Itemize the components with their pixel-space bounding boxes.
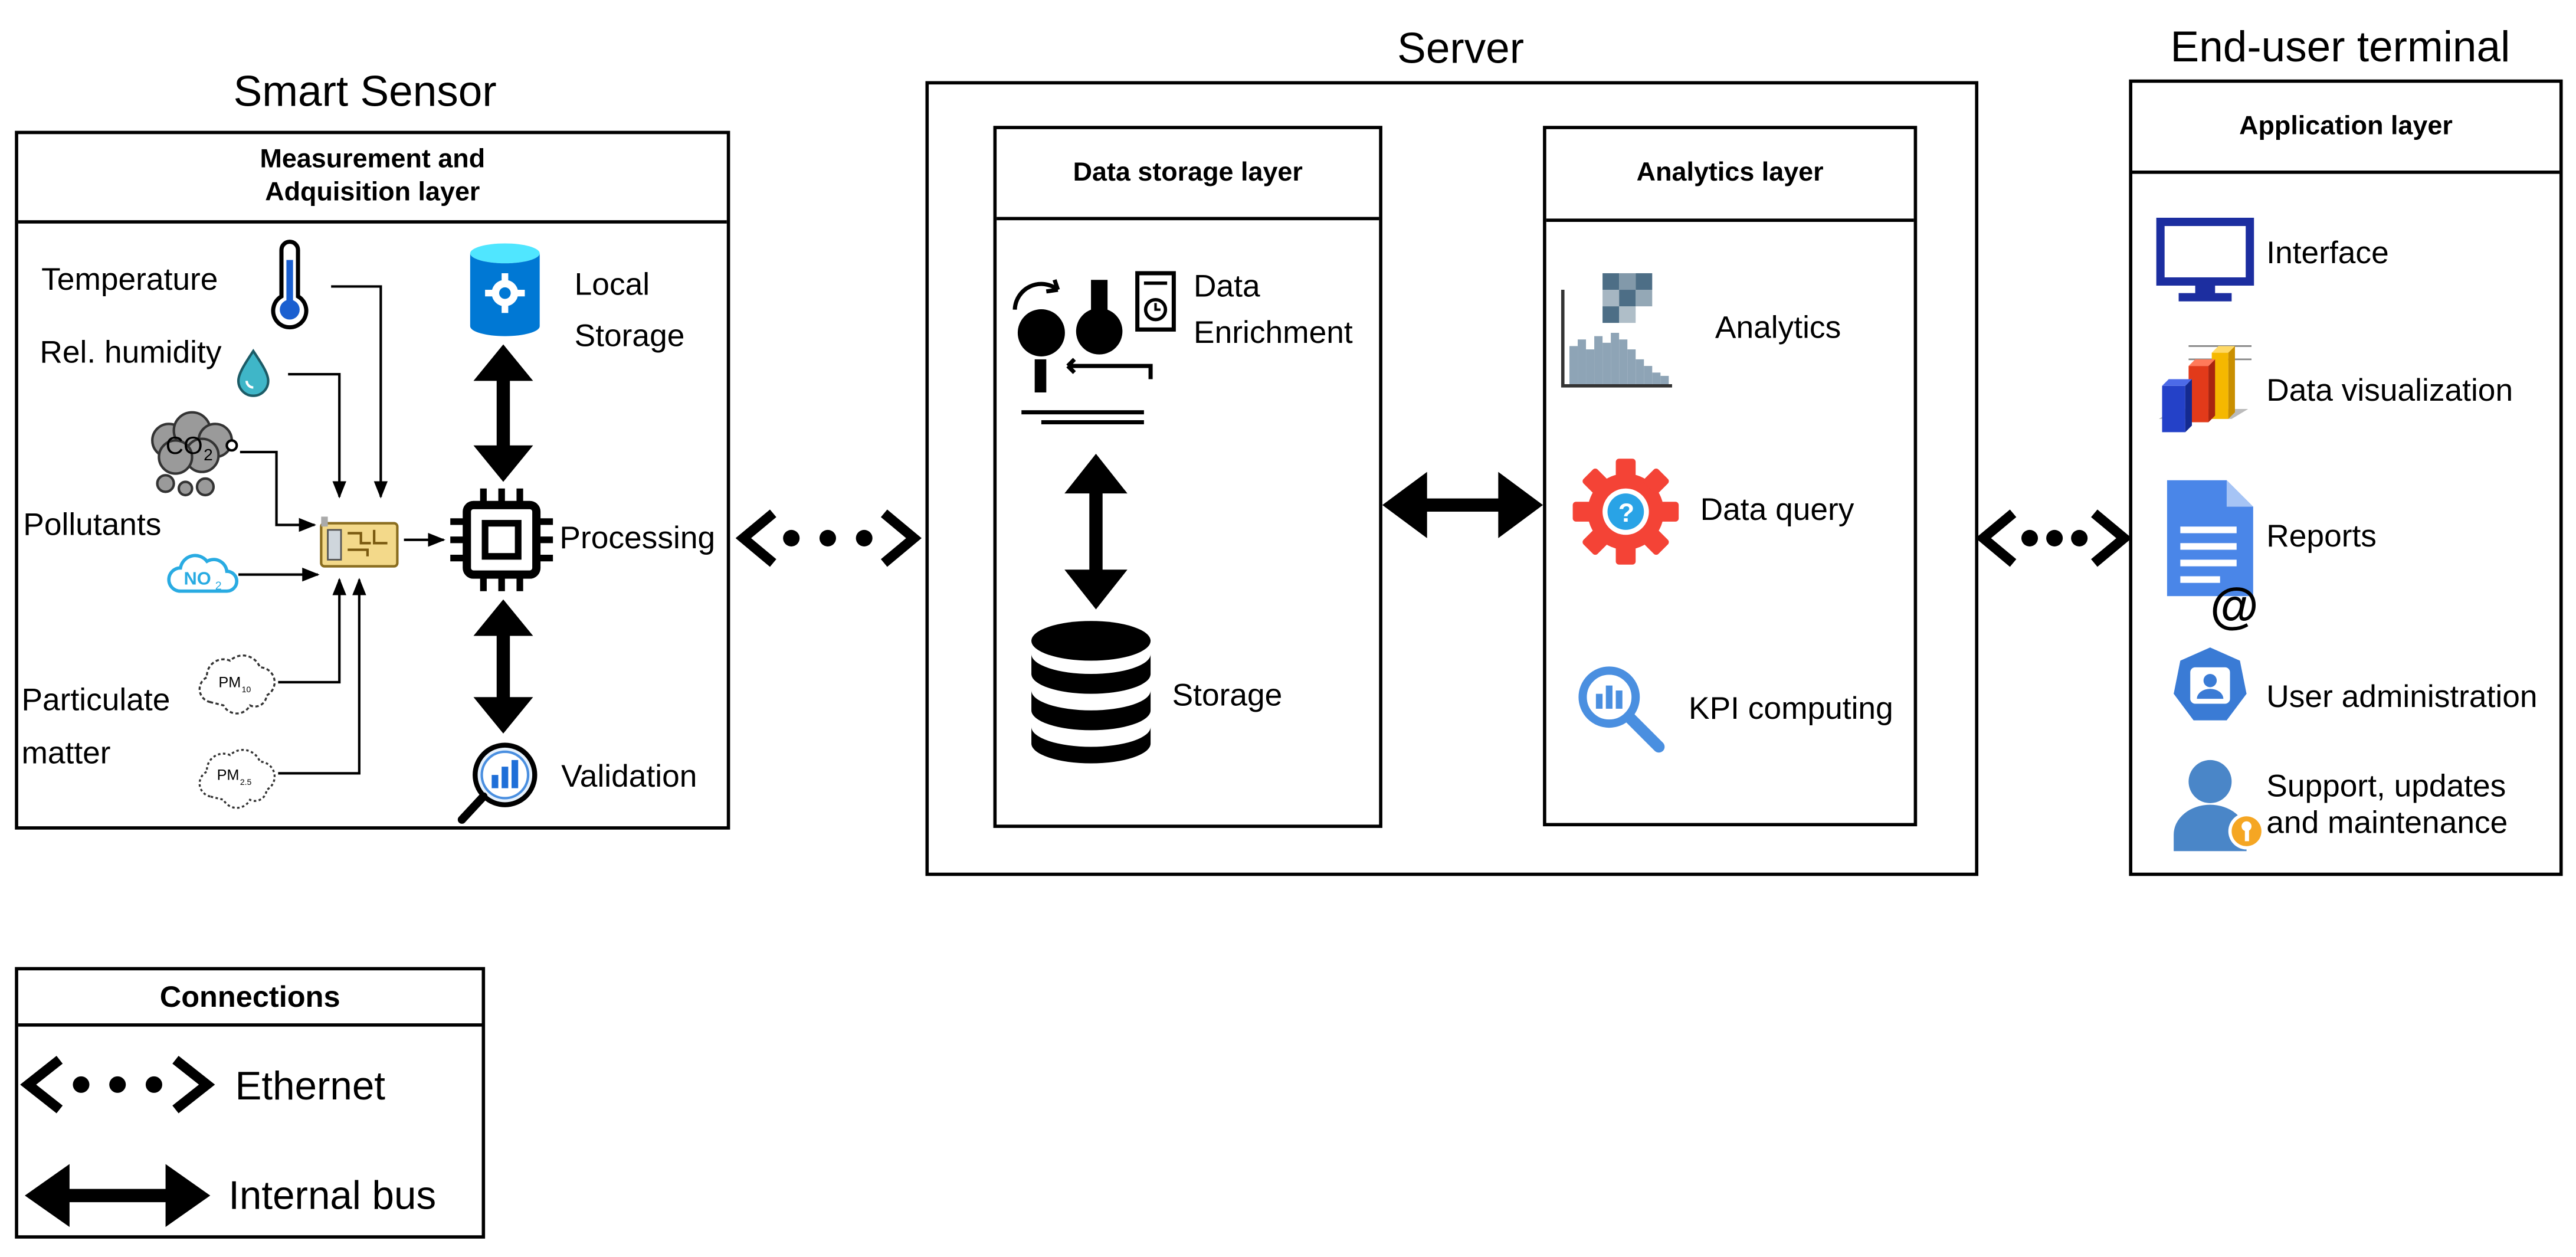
data-storage-layer-header: Data storage layer — [997, 129, 1379, 221]
pm10-text: PM — [218, 674, 241, 690]
user-administration-label: User administration — [2266, 680, 2538, 716]
kpi-magnifier-icon — [1578, 666, 1665, 753]
pm25-subscript: 2.5 — [240, 777, 252, 787]
user-administration-icon — [2174, 647, 2247, 721]
measurement-layer-box: Measurement and Adquisition layer — [15, 130, 730, 830]
no2-cloud-icon: NO 2 — [167, 554, 239, 593]
water-drop-icon — [237, 349, 270, 397]
local-storage-icon — [470, 243, 540, 336]
data-visualization-label: Data visualization — [2266, 374, 2513, 410]
ethernet-legend-label: Ethernet — [235, 1065, 386, 1109]
svg-text:?: ? — [1618, 497, 1634, 528]
temperature-label: Temperature — [41, 263, 218, 299]
no2-text: NO — [183, 568, 211, 588]
interface-label: Interface — [2266, 237, 2389, 272]
measurement-layer-header: Measurement and Adquisition layer — [18, 134, 727, 224]
analytics-layer-header: Analytics layer — [1546, 129, 1914, 222]
end-user-title: End-user terminal — [2170, 21, 2511, 71]
server-title: Server — [1397, 23, 1525, 73]
pm25-text: PM — [217, 767, 240, 784]
processing-label: Processing — [559, 521, 716, 557]
co2-subscript: 2 — [204, 446, 213, 464]
reports-label: Reports — [2266, 520, 2377, 555]
monitor-icon — [2156, 217, 2254, 302]
co2-cloud-icon: CO 2 — [151, 411, 238, 497]
pollutants-label: Pollutants — [23, 508, 162, 544]
no2-subscript: 2 — [215, 580, 222, 593]
email-at-icon: @ — [2210, 580, 2259, 634]
application-layer-header: Application layer — [2132, 83, 2559, 174]
data-visualization-icon — [2158, 345, 2252, 433]
database-icon — [1031, 621, 1151, 764]
processor-chip-icon — [450, 488, 553, 591]
analytics-chart-icon — [1561, 273, 1672, 388]
support-user-icon — [2174, 760, 2265, 852]
ethernet-server-terminal — [1975, 509, 2132, 567]
local-storage-label: Local Storage — [574, 268, 685, 355]
data-enrichment-icon — [1012, 271, 1176, 425]
pm10-dust-icon: PM 10 — [198, 654, 276, 715]
data-enrichment-label: Data Enrichment — [1194, 270, 1353, 351]
data-query-gear-icon: ? — [1572, 459, 1679, 565]
particulate-label: Particulate matter — [21, 683, 171, 772]
kpi-computing-label: KPI computing — [1689, 692, 1893, 727]
thermometer-icon — [271, 240, 309, 330]
internal-bus-legend-label: Internal bus — [228, 1174, 437, 1219]
validation-magnifier-icon — [457, 742, 538, 824]
pm25-dust-icon: PM 2.5 — [198, 749, 276, 809]
validation-label: Validation — [561, 760, 697, 795]
pm10-subscript: 10 — [242, 685, 251, 694]
co2-text: CO — [166, 431, 203, 459]
application-layer-box: Application layer — [2129, 79, 2563, 876]
connections-legend-header: Connections — [18, 970, 482, 1027]
support-maintenance-label: Support, updates and maintenance — [2266, 770, 2508, 842]
smart-sensor-title: Smart Sensor — [233, 66, 497, 116]
ethernet-sensor-server — [735, 509, 922, 567]
report-document-icon — [2167, 480, 2253, 597]
humidity-label: Rel. humidity — [40, 336, 222, 371]
data-query-label: Data query — [1700, 493, 1854, 529]
storage-label: Storage — [1172, 679, 1283, 714]
analytics-label: Analytics — [1715, 311, 1841, 346]
acquisition-board-icon — [320, 516, 399, 568]
